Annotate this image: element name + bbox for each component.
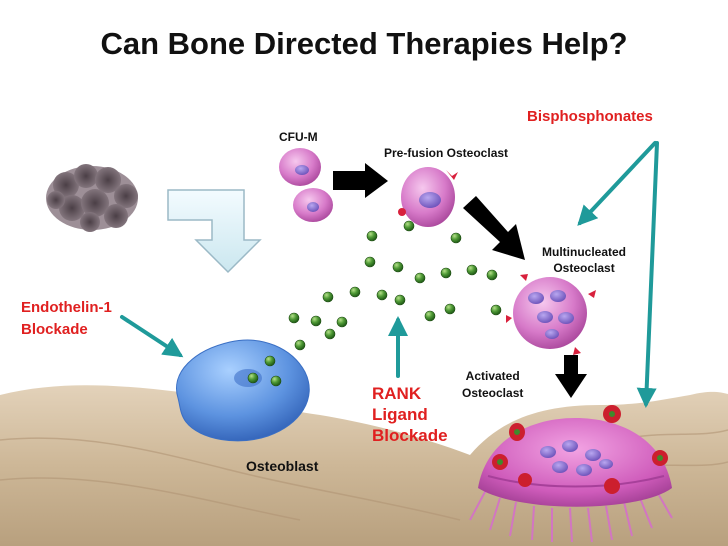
black-arrow-icon	[463, 196, 525, 260]
endothelin-1-blockade-label: Endothelin-1 Blockade	[21, 297, 112, 341]
multinucleated-label-line1: Multinucleated	[542, 245, 627, 259]
tumor-cell-cluster-icon	[46, 164, 138, 232]
bisphosphonates-arrow-right-icon	[636, 141, 659, 408]
black-arrow-icon	[555, 355, 587, 398]
activated-osteoclast-label: Activated Osteoclast	[462, 368, 523, 402]
endothelin-arrow-icon	[120, 315, 184, 358]
activated-label-line2: Osteoclast	[462, 386, 524, 400]
cfu-m-label: CFU-M	[279, 130, 318, 144]
page-title: Can Bone Directed Therapies Help?	[100, 26, 628, 61]
rank-label-line3: Blockade	[372, 426, 448, 445]
endothelin-label-line1: Endothelin-1	[21, 299, 112, 316]
multinucleated-osteoclast-label: Multinucleated Osteoclast	[542, 244, 626, 276]
endothelin-label-line2: Blockade	[21, 321, 88, 338]
black-arrow-icon	[333, 163, 388, 198]
osteoblast-label: Osteoblast	[246, 458, 319, 474]
rank-label-line1: RANK	[372, 384, 422, 403]
cfu-m-cells-icon	[279, 148, 333, 222]
pre-fusion-osteoclast-label: Pre-fusion Osteoclast	[384, 146, 509, 160]
hollow-bent-arrow-icon	[167, 189, 262, 274]
multinucleated-label-line2: Osteoclast	[553, 261, 615, 275]
activated-osteoclast-icon	[469, 405, 673, 543]
rank-ligand-dots-icon	[247, 220, 502, 387]
bisphosphonates-arrow-left-icon	[577, 141, 657, 226]
bisphosphonates-label: Bisphosphonates	[527, 108, 653, 125]
rank-label-line2: Ligand	[372, 405, 428, 424]
pre-fusion-osteoclast-icon	[398, 167, 458, 227]
therapy-arrows	[120, 141, 659, 408]
multinucleated-osteoclast-icon	[506, 274, 596, 355]
bone-texture	[0, 429, 728, 521]
activated-label-line1: Activated	[465, 369, 520, 383]
rank-ligand-blockade-label: RANK Ligand Blockade	[372, 383, 448, 446]
